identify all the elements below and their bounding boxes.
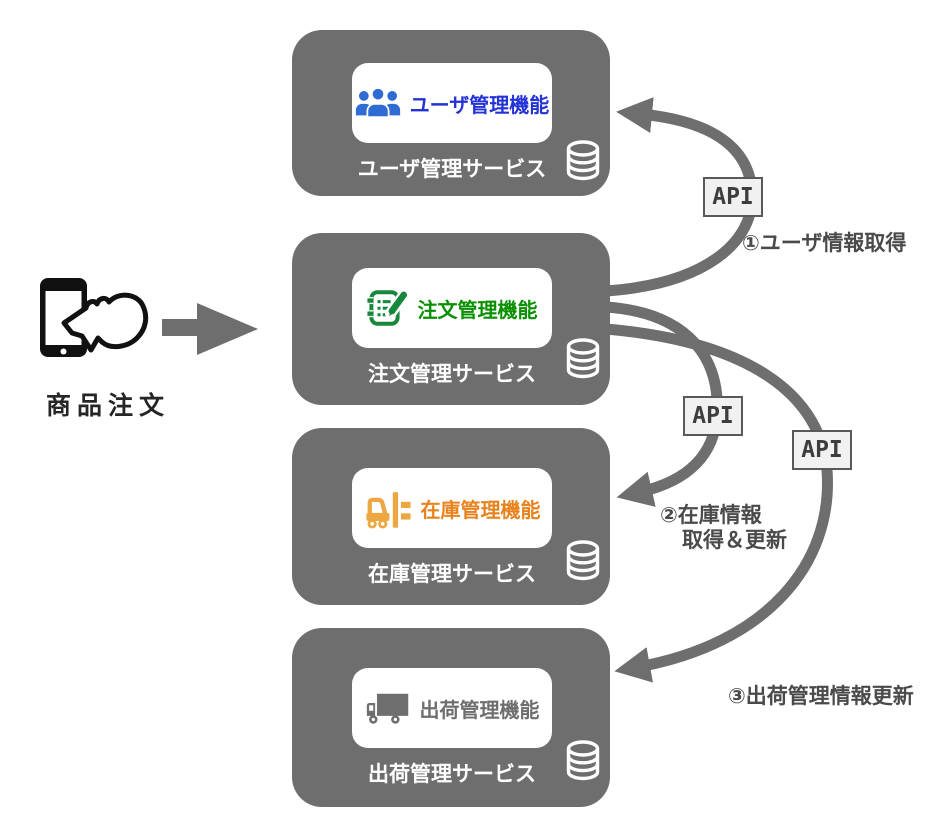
- truck-icon: [366, 693, 408, 724]
- service-name-inventory: 在庫管理サービス: [368, 563, 536, 586]
- api-badge-3: API: [792, 430, 852, 470]
- service-name-order: 注文管理サービス: [368, 363, 536, 386]
- forklift-icon: [365, 491, 411, 528]
- database-icon: [566, 740, 600, 781]
- function-label-inventory: 在庫管理機能: [420, 499, 541, 522]
- function-label-order: 注文管理機能: [417, 299, 538, 322]
- function-card-user: ユーザ管理機能: [352, 63, 552, 143]
- source-label: 商品注文: [46, 392, 171, 420]
- annotation-flow-1: ①ユーザ情報取得: [742, 232, 907, 255]
- users-icon: [355, 87, 400, 119]
- annotation-flow-3: ③出荷管理情報更新: [728, 685, 914, 708]
- annotation-flow-2: ②在庫情報 取得＆更新: [660, 503, 787, 553]
- database-icon: [566, 338, 600, 379]
- function-label-user: ユーザ管理機能: [409, 94, 550, 117]
- service-name-shipping: 出荷管理サービス: [368, 763, 536, 786]
- service-box-shipping: 出荷管理機能 出荷管理サービス: [292, 628, 610, 807]
- arrow-right-icon: [162, 303, 258, 355]
- api-badge-2: API: [683, 396, 743, 436]
- database-icon: [566, 140, 600, 181]
- api-badge-1: API: [703, 177, 763, 217]
- order-notebook-pen-icon: [366, 288, 409, 326]
- function-card-order: 注文管理機能: [352, 268, 552, 348]
- service-box-user: ユーザ管理機能 ユーザ管理サービス: [292, 30, 610, 196]
- smartphone-tap-icon: [40, 278, 149, 357]
- service-box-inventory: 在庫管理機能 在庫管理サービス: [292, 428, 610, 605]
- annotation-flow-2-line1: ②在庫情報: [660, 504, 762, 527]
- annotation-flow-2-line2: 取得＆更新: [682, 529, 787, 552]
- flow-arrow-shipping: [605, 323, 833, 683]
- service-name-user: ユーザ管理サービス: [357, 158, 547, 181]
- database-icon: [566, 540, 600, 581]
- function-card-inventory: 在庫管理機能: [352, 468, 552, 548]
- service-box-order: 注文管理機能 注文管理サービス: [292, 233, 610, 405]
- function-label-shipping: 出荷管理機能: [419, 699, 540, 722]
- function-card-shipping: 出荷管理機能: [352, 668, 552, 748]
